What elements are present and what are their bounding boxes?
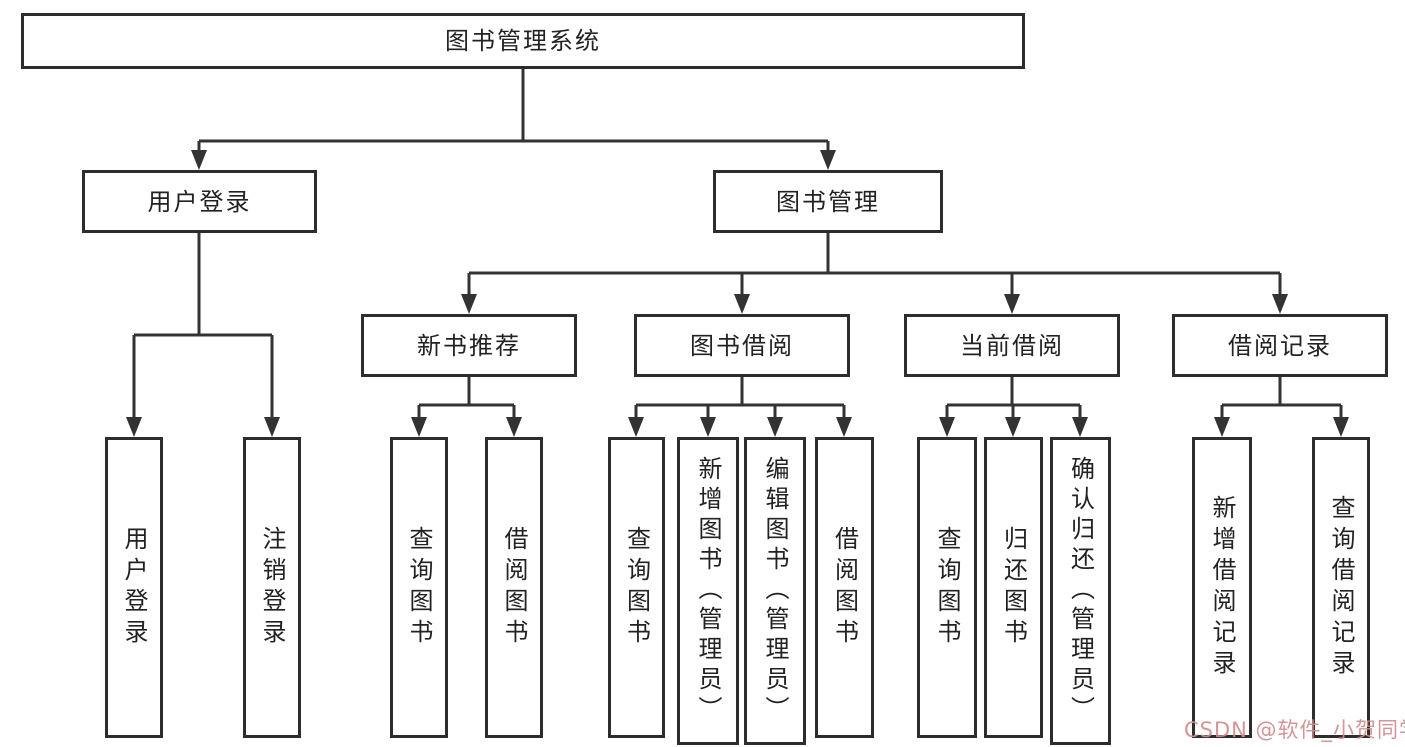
node-borrow-records: 借阅记录 bbox=[1172, 314, 1388, 377]
leaf-add-book-admin-label: 新增图书（管理员） bbox=[694, 456, 722, 726]
leaf-add-borrow-record-label: 新增借阅记录 bbox=[1208, 494, 1236, 681]
leaf-edit-book-admin-label: 编辑图书（管理员） bbox=[761, 456, 789, 726]
leaf-borrow-books-recommend: 借阅图书 bbox=[485, 437, 543, 738]
node-root: 图书管理系统 bbox=[21, 13, 1025, 69]
node-root-label: 图书管理系统 bbox=[445, 27, 601, 55]
node-book-management-label: 图书管理 bbox=[776, 187, 880, 216]
node-borrow-records-label: 借阅记录 bbox=[1228, 331, 1332, 360]
leaf-logout-label: 注销登录 bbox=[258, 525, 286, 650]
leaf-confirm-return-admin-label: 确认归还（管理员） bbox=[1066, 456, 1095, 726]
connector-root-group bbox=[191, 69, 836, 170]
node-book-borrow: 图书借阅 bbox=[634, 314, 850, 377]
leaf-edit-book-admin: 编辑图书（管理员） bbox=[744, 437, 806, 745]
leaf-query-books-borrow: 查询图书 bbox=[608, 437, 665, 738]
node-book-management: 图书管理 bbox=[713, 170, 943, 233]
leaf-query-borrow-record: 查询借阅记录 bbox=[1312, 437, 1370, 738]
leaf-query-books-current: 查询图书 bbox=[917, 437, 977, 738]
node-book-borrow-label: 图书借阅 bbox=[690, 331, 794, 360]
leaf-query-books-borrow-label: 查询图书 bbox=[622, 525, 651, 650]
leaf-return-book-label: 归还图书 bbox=[999, 525, 1028, 650]
leaf-query-borrow-record-label: 查询借阅记录 bbox=[1327, 494, 1355, 681]
leaf-return-book: 归还图书 bbox=[984, 437, 1043, 738]
node-new-book-recommend: 新书推荐 bbox=[361, 314, 577, 377]
connector-borrow-records-group bbox=[1214, 377, 1349, 437]
node-user-login-branch-label: 用户登录 bbox=[147, 187, 252, 216]
connector-current-borrow-group bbox=[939, 377, 1088, 437]
leaf-user-login-label: 用户登录 bbox=[120, 525, 148, 650]
connector-user-login-group bbox=[126, 233, 280, 437]
connector-book-borrow-group bbox=[628, 377, 852, 437]
leaf-borrow-books-module: 借阅图书 bbox=[815, 437, 874, 738]
node-current-borrow: 当前借阅 bbox=[904, 314, 1120, 377]
leaf-add-book-admin: 新增图书（管理员） bbox=[677, 437, 739, 745]
leaf-query-books-current-label: 查询图书 bbox=[933, 525, 961, 650]
node-new-book-recommend-label: 新书推荐 bbox=[417, 331, 521, 360]
leaf-borrow-books-module-label: 借阅图书 bbox=[830, 525, 859, 650]
leaf-user-login: 用户登录 bbox=[105, 437, 163, 738]
leaf-add-borrow-record: 新增借阅记录 bbox=[1192, 437, 1252, 738]
node-user-login-branch: 用户登录 bbox=[82, 170, 317, 233]
csdn-watermark: CSDN @软件_小贺同学 bbox=[1184, 718, 1405, 742]
leaf-query-books-recommend-label: 查询图书 bbox=[405, 525, 433, 650]
node-current-borrow-label: 当前借阅 bbox=[960, 331, 1064, 360]
connector-book-management-group bbox=[461, 233, 1288, 314]
leaf-query-books-recommend: 查询图书 bbox=[390, 437, 448, 738]
leaf-logout: 注销登录 bbox=[243, 437, 301, 738]
leaf-borrow-books-recommend-label: 借阅图书 bbox=[500, 525, 528, 650]
leaf-confirm-return-admin: 确认归还（管理员） bbox=[1050, 437, 1111, 745]
connector-new-book-group bbox=[411, 377, 522, 437]
